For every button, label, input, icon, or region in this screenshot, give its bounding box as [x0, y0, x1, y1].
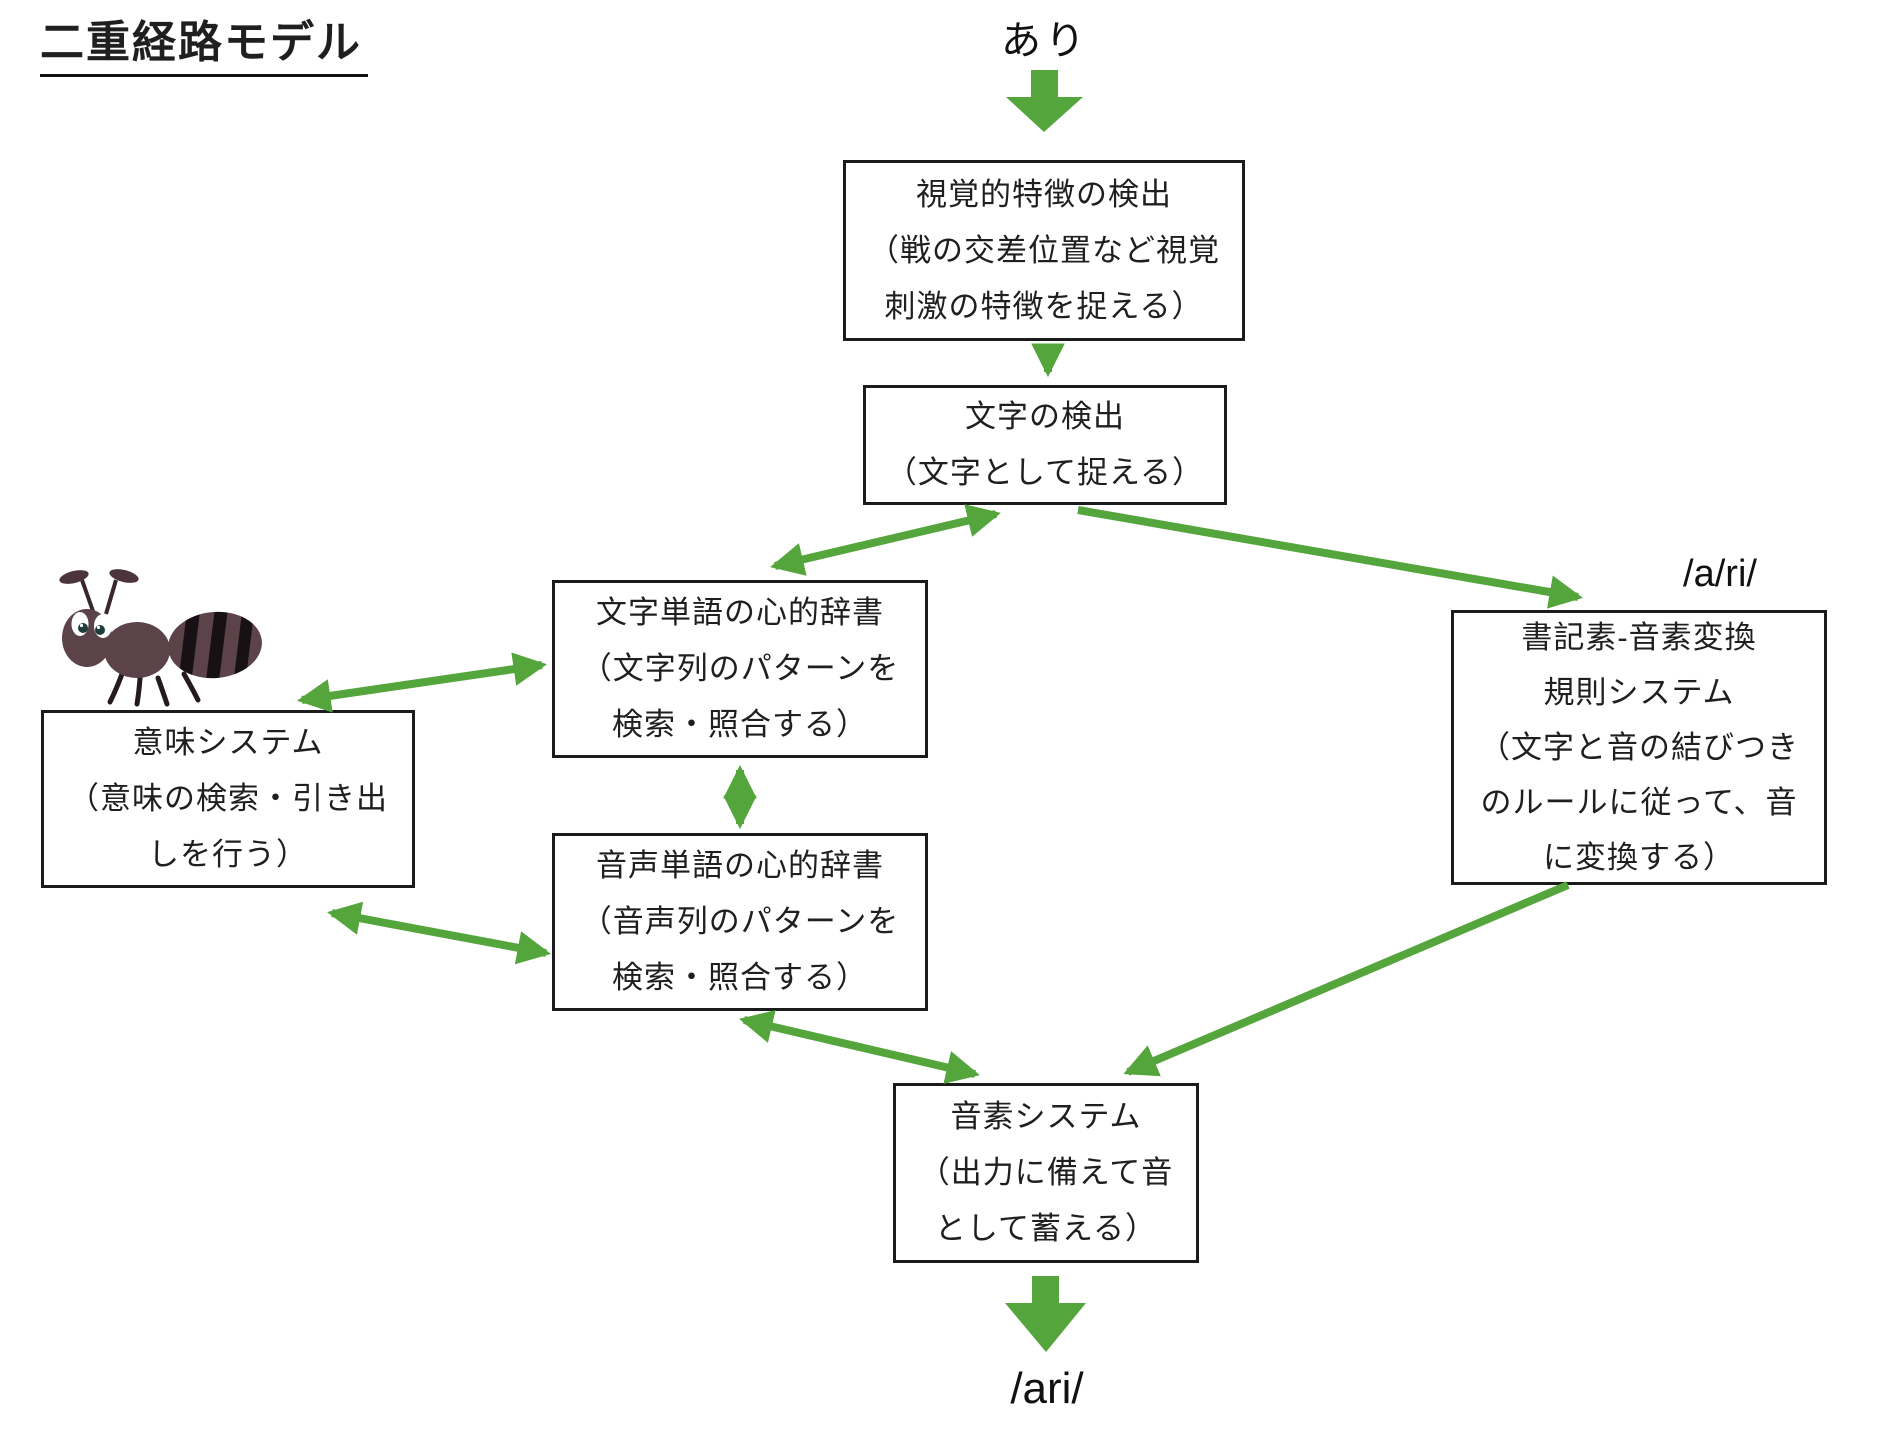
- node-line: に変換する）: [1543, 840, 1735, 875]
- node-line: 規則システム: [1543, 675, 1735, 710]
- ant-legs: [107, 671, 201, 707]
- input-down-block-arrow-icon: [1006, 70, 1083, 132]
- node-line: しを行う）: [148, 837, 308, 872]
- node-line: （文字列のパターンを: [580, 651, 900, 686]
- node-visual-feature-detection: 視覚的特徴の検出 （戦の交差位置など視覚 刺激の特徴を捉える）: [843, 160, 1245, 341]
- arrow-phonological-to-phoneme: [739, 1010, 980, 1084]
- node-line: 刺激の特徴を捉える）: [884, 288, 1204, 324]
- node-line: （文字と音の結びつき: [1479, 730, 1799, 765]
- node-line: 音素システム: [950, 1099, 1142, 1134]
- node-line: 文字の検出: [965, 399, 1125, 434]
- node-line: （音声列のパターンを: [580, 904, 900, 939]
- node-line: （戦の交差位置など視覚: [868, 232, 1220, 268]
- node-line: （意味の検索・引き出: [68, 781, 388, 816]
- node-orthographic-lexicon: 文字単語の心的辞書 （文字列のパターンを 検索・照合する）: [552, 580, 928, 758]
- node-line: 検索・照合する）: [612, 960, 868, 995]
- arrow-letter-to-gpc: [1077, 506, 1583, 609]
- arrow-gpc-to-phoneme: [1123, 881, 1570, 1077]
- arrow-semantic-to-orthographic: [297, 652, 547, 713]
- ant-abdomen: [168, 608, 262, 682]
- node-line: として蓄える）: [934, 1211, 1158, 1246]
- node-line: のルールに従って、音: [1480, 785, 1798, 820]
- node-line: 文字単語の心的辞書: [596, 595, 884, 630]
- output-phoneme-label: /ari/: [1010, 1364, 1084, 1413]
- node-line: 音声単語の心的辞書: [596, 848, 884, 883]
- node-letter-detection: 文字の検出 （文字として捉える）: [863, 385, 1227, 505]
- node-line: 意味システム: [132, 725, 324, 760]
- node-semantic-system: 意味システム （意味の検索・引き出 しを行う）: [41, 710, 415, 888]
- ant-eyes: [71, 612, 112, 638]
- node-line: （文字として捉える）: [885, 455, 1205, 490]
- node-grapheme-phoneme-conversion: 書記素-音素変換 規則システム （文字と音の結びつき のルールに従って、音 に変…: [1451, 610, 1827, 885]
- ant-thorax: [104, 622, 170, 678]
- arrow-semantic-to-phonological: [327, 901, 551, 965]
- page-title: 二重経路モデル: [40, 6, 368, 77]
- ant-icon: [59, 569, 262, 707]
- node-phonological-lexicon: 音声単語の心的辞書 （音声列のパターンを 検索・照合する）: [552, 833, 928, 1011]
- node-line: 検索・照合する）: [612, 707, 868, 742]
- ant-antennae: [59, 569, 139, 615]
- node-line: （出力に備えて音: [918, 1155, 1174, 1190]
- input-word-label: あり: [1001, 19, 1089, 63]
- node-line: 書記素-音素変換: [1521, 620, 1757, 655]
- node-line: 視覚的特徴の検出: [916, 176, 1172, 212]
- phonics-route-label: /a/ri/: [1683, 553, 1757, 595]
- arrow-letter-to-orthographic: [770, 504, 1001, 576]
- node-phoneme-system: 音素システム （出力に備えて音 として蓄える）: [893, 1083, 1199, 1263]
- output-down-block-arrow-icon: [1005, 1276, 1086, 1352]
